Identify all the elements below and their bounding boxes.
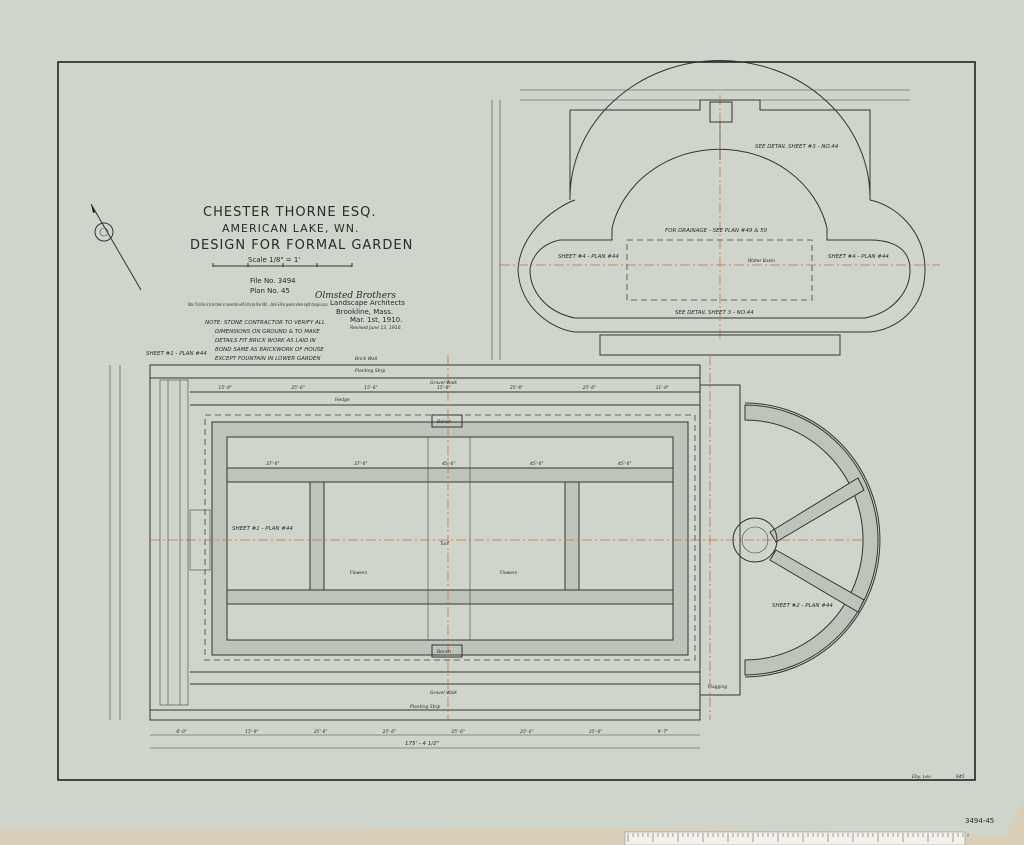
sheet4-left-label: SHEET #4 - PLAN #44 (558, 254, 619, 260)
client-name: CHESTER THORNE ESQ. (203, 205, 377, 220)
flowers-right-label: Flowers (500, 570, 518, 576)
note-line: BOND SAME AS BRICKWORK OF HOUSE (215, 347, 324, 353)
file-number: File No. 3494 (250, 277, 296, 285)
dimension-label: 25'-6" (314, 729, 328, 735)
bench-bottom-label: Bench (437, 649, 451, 655)
sheet4-right-label: SHEET #4 - PLAN #44 (828, 254, 889, 260)
plan-number: Plan No. 45 (250, 287, 290, 295)
dimension-label: 45'-6" (618, 461, 632, 467)
overall-dimension: 175' - 4 1/2" (405, 741, 439, 747)
drainage-label: FOR DRAINAGE - SEE PLAN #49 & 50 (665, 228, 768, 234)
note-line: NOTE: STONE CONTRACTOR TO VERIFY ALL (205, 320, 325, 326)
lower-garden-plan: SHEET #1 - PLAN #44 Brick Wall Planting … (109, 351, 880, 749)
hedge-label: Hedge (335, 397, 350, 403)
stone-contractor-note: NOTE: STONE CONTRACTOR TO VERIFY ALL DIM… (205, 320, 325, 362)
plan-note: Note: This Plan is to be taken in connec… (188, 302, 329, 308)
see-detail-top: SEE DETAIL SHEET #3 - NO.44 (755, 144, 839, 150)
revised-date: Revised June 13, 1910. (350, 325, 402, 331)
dimension-label: 15'-9" (218, 385, 232, 391)
gravel-walk-bottom: Gravel Walk (430, 690, 457, 696)
planting-strip-top: Planting Strip (355, 368, 385, 374)
flagging-label: Flagging (708, 684, 727, 690)
archive-id: 3494-45 (965, 817, 994, 825)
sheet2-label: SHEET #2 - PLAN #44 (772, 603, 833, 609)
location: AMERICAN LAKE, WN. (222, 222, 359, 235)
sheet1-top-label: SHEET #1 - PLAN #44 (146, 351, 207, 357)
dimension-label: 15'-6" (437, 385, 451, 391)
dimension-label: 25'-6" (451, 729, 465, 735)
brick-wall-label: Brick Wall (355, 356, 378, 362)
north-arrow-icon (90, 203, 142, 291)
dimension-label: 9'-7" (658, 729, 669, 735)
title-block: CHESTER THORNE ESQ. AMERICAN LAKE, WN. D… (188, 205, 413, 362)
plan-date: Mar. 1st, 1910. (350, 316, 402, 324)
note-line: EXCEPT FOUNTAIN IN LOWER GARDEN (215, 356, 320, 362)
flowers-left-label: Flowers (350, 570, 368, 576)
sheet1-label: SHEET #1 - PLAN #44 (232, 526, 293, 532)
bench-top-label: Bench (437, 419, 451, 425)
firm-name: Landscape Architects (330, 299, 405, 307)
signature: Olmsted Brothers (315, 291, 396, 301)
dimension-label: 25'-6" (510, 385, 524, 391)
dimension-label: 15'-6" (364, 385, 378, 391)
note-line: DETAILS FIT BRICK WORK AS LAID IN (215, 338, 316, 344)
upper-pool-plan: FOR DRAINAGE - SEE PLAN #49 & 50 SEE DET… (491, 60, 940, 360)
dimension-label: 37'-6" (354, 461, 368, 467)
turf-label: Turf (440, 541, 450, 547)
scale-label: Scale 1/8" = 1' (248, 256, 300, 264)
semicircle-garden-plan: SHEET #2 - PLAN #44 Flagging (699, 384, 881, 696)
dimension-label: 25'-6" (589, 729, 603, 735)
dimension-label: 37'-6" (266, 461, 280, 467)
sheet-ref: 845 (956, 774, 965, 780)
see-detail-bottom: SEE DETAIL SHEET 3 - NO.44 (675, 310, 754, 316)
dimension-label: 25'-6" (583, 385, 597, 391)
dimension-label: 25'-6" (291, 385, 305, 391)
dimension-label: 11'-9" (656, 385, 670, 391)
drawn-by: Eby. Lev. (912, 774, 932, 780)
dimension-label: 45'-6" (442, 461, 456, 467)
water-basin-label: Water Basin (748, 258, 775, 264)
dimension-label: 45'-6" (530, 461, 544, 467)
scale-ruler (624, 831, 969, 845)
dimension-label: 6'-0" (176, 729, 187, 735)
gravel-walk-top: Gravel Walk (430, 380, 457, 386)
scale-bar (212, 263, 353, 267)
drawing-border (57, 61, 976, 781)
drawing-title: DESIGN FOR FORMAL GARDEN (190, 238, 413, 253)
note-line: DIMENSIONS ON GROUND & TO MAKE (215, 329, 320, 335)
dimension-label: 25'-6" (520, 729, 534, 735)
dimension-label: 25'-6" (383, 729, 397, 735)
firm-city: Brookline, Mass. (336, 308, 393, 316)
dimension-label: 15'-9" (245, 729, 259, 735)
planting-strip-bottom: Planting Strip (410, 704, 440, 710)
